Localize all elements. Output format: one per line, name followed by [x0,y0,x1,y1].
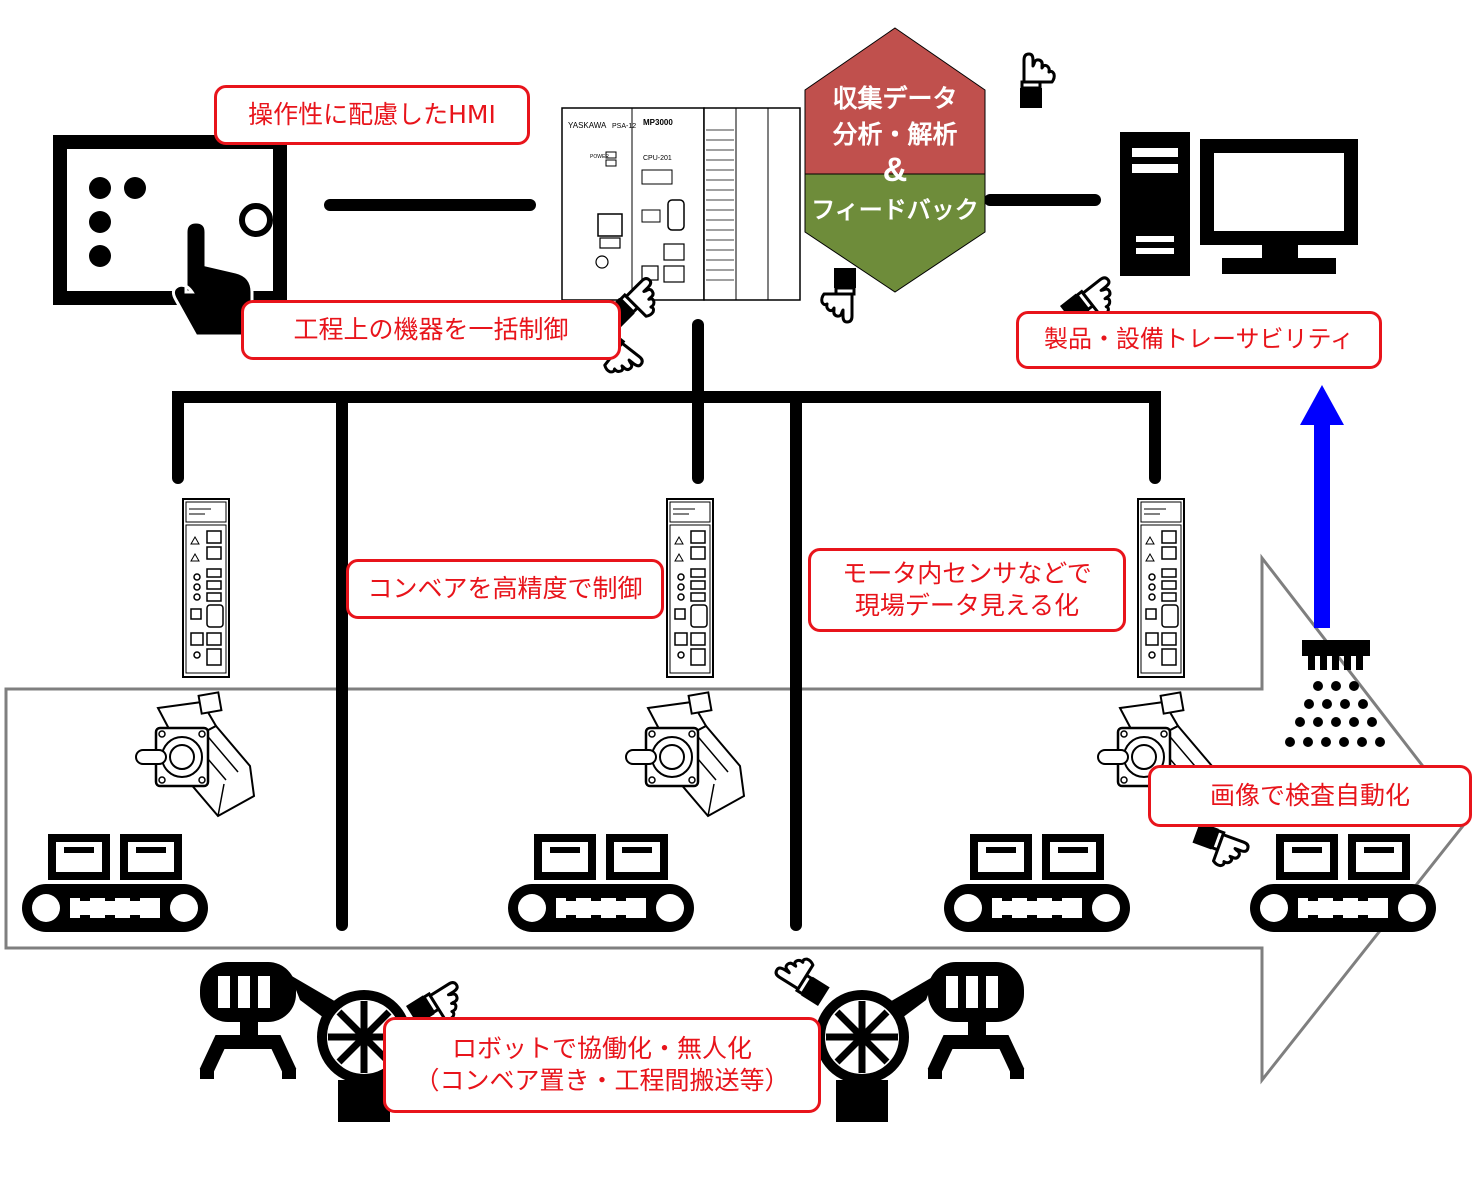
controller-image: YASKAWA PSA-12 MP3000 CPU-201 POWER [561,107,801,301]
callout-robot-line2: （コンベア置き・工程間搬送等） [414,1066,790,1095]
camera-spray-icon [1285,640,1385,747]
hex-line-collected-data: 収集データ [832,84,958,113]
controller-power-label: POWER [590,154,609,160]
callout-robot-line1: ロボットで協働化・無人化 [451,1033,752,1063]
hand-pointer-icon [1186,820,1253,875]
callout-sensor-line2: 現場データ見える化 [854,591,1080,620]
callout-batch-control: 工程上の機器を一括制御 [241,300,621,360]
callout-hmi: 操作性に配慮したHMI [214,85,530,145]
controller-model: MP3000 [643,118,673,127]
callout-conveyor-precision: コンベアを高精度で制御 [346,559,664,619]
robot-arm-icon [820,962,1024,1122]
conveyor-icon [944,838,1130,932]
servo-drive-image [1137,498,1185,678]
callout-sensor-visualization: モータ内センサなどで 現場データ見える化 [808,548,1126,632]
up-arrow-icon [1300,385,1344,628]
conveyor-icon [1250,838,1436,932]
desktop-pc-icon [1120,132,1190,276]
conveyor-icon [22,838,208,932]
hex-ampersand: & [882,151,908,189]
monitor-icon [1200,139,1358,274]
robot-arm-icon [200,962,406,1122]
hand-pointer-icon [770,946,838,1008]
hand-pointer-icon [171,220,254,338]
hand-pointer-icon [1018,52,1056,110]
controller-brand: YASKAWA [568,121,607,130]
conveyor-icon [508,838,694,932]
hex-line-feedback: フィードバック [811,196,979,224]
hex-line-analysis: 分析・解析 [832,120,958,149]
controller-cpu: CPU-201 [643,155,672,162]
servo-drive-image [182,498,230,678]
callout-traceability: 製品・設備トレーサビリティ [1016,311,1382,369]
hand-pointer-icon [820,266,858,324]
touch-panel-icon [53,135,287,338]
controller-psu: PSA-12 [612,123,636,130]
callout-robot: ロボットで協働化・無人化 （コンベア置き・工程間搬送等） [383,1017,821,1113]
servo-motor-image [134,691,256,818]
callout-sensor-line1: モータ内センサなどで [842,558,1092,588]
network-lines [172,194,1161,931]
servo-motor-image [624,691,746,818]
callout-image-inspection: 画像で検査自動化 [1148,765,1472,827]
analysis-hexagon [804,27,986,293]
servo-drive-image [666,498,714,678]
process-flow-arrow [4,553,1468,1085]
